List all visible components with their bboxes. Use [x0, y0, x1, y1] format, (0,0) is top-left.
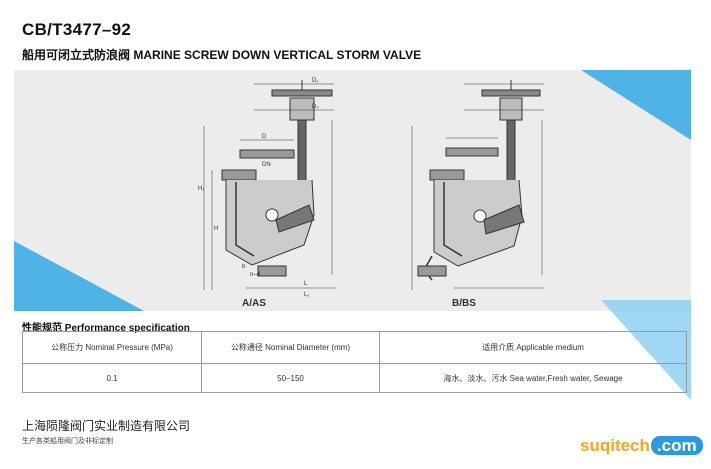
dim-label-dn: DN — [262, 162, 271, 168]
valve-drawing-a — [203, 80, 336, 290]
valve-drawings: D₁ D₂ D DN H H₁ L L₁ n–d b — [198, 78, 544, 298]
dim-label-d: D — [262, 134, 267, 140]
spec-cell-pressure: 0.1 — [22, 363, 202, 393]
spec-heading: 性能规范 Performance specification — [22, 323, 190, 334]
valve-drawing-b — [411, 80, 544, 290]
dim-label-d1: D₁ — [312, 78, 318, 84]
dim-label-nd: n–d — [250, 272, 260, 278]
dim-label-h: H — [214, 226, 218, 232]
product-title-en: MARINE SCREW DOWN VERTICAL STORM VALVE — [133, 48, 422, 62]
figure-label-b: B/BS — [452, 298, 476, 309]
company-subtitle: 生产各类船用阀门及非标定制 — [22, 438, 113, 445]
dim-label-l1: L₁ — [304, 292, 309, 298]
spec-cell-diameter: 50–150 — [201, 363, 380, 393]
table-row: 0.1 50–150 海水、淡水、污水 Sea water,Fresh wate… — [22, 363, 687, 393]
figure-label-a: A/AS — [242, 298, 266, 309]
spec-header-row: 公称压力 Nominal Pressure (MPa) 公称通径 Nominal… — [22, 331, 687, 364]
standard-code: CB/T3477–92 — [22, 20, 132, 39]
spec-header-diameter: 公称通径 Nominal Diameter (mm) — [201, 331, 380, 364]
company-name: 上海陨隆阀门实业制造有限公司 — [22, 419, 191, 433]
site-logo: suqitech.com — [580, 436, 703, 456]
dim-label-l: L — [304, 281, 308, 287]
spec-header-medium: 适用介质 Applicable medium — [379, 331, 687, 364]
corner-decoration-bottom — [14, 241, 144, 311]
spec-header-pressure: 公称压力 Nominal Pressure (MPa) — [22, 331, 202, 364]
dim-label-d2: D₂ — [312, 104, 319, 110]
dim-label-h1: H₁ — [198, 186, 204, 192]
dimension-labels: D₁ D₂ D DN H H₁ L L₁ n–d b — [198, 78, 319, 298]
dim-label-b: b — [242, 264, 246, 270]
product-title: 船用可闭立式防浪阀 MARINE SCREW DOWN VERTICAL STO… — [22, 46, 421, 63]
spec-cell-medium: 海水、淡水、污水 Sea water,Fresh water, Sewage — [379, 363, 687, 393]
product-title-cn: 船用可闭立式防浪阀 — [22, 48, 131, 62]
site-logo-name: suqitech — [580, 436, 650, 455]
site-logo-domain: .com — [650, 436, 703, 455]
corner-decoration-top — [581, 70, 691, 140]
spec-table: 公称压力 Nominal Pressure (MPa) 公称通径 Nominal… — [22, 331, 687, 393]
